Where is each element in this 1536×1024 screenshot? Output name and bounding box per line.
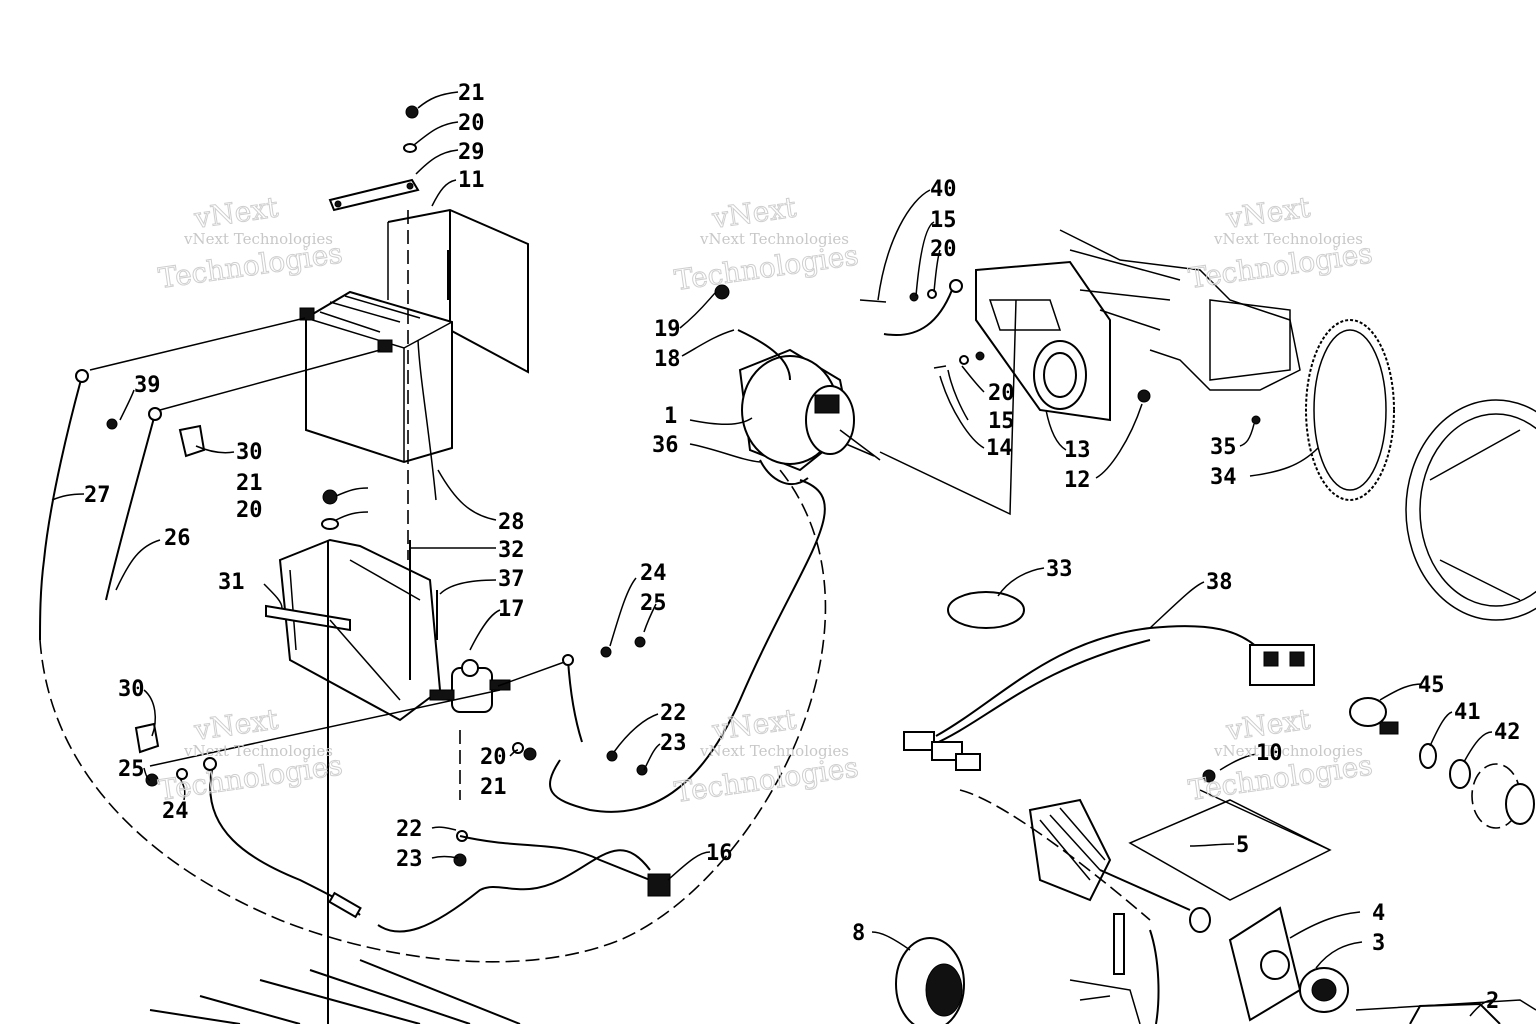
- callout-31: 31: [218, 570, 245, 595]
- callout-20: 20: [480, 745, 507, 770]
- pinion-3: [1299, 967, 1349, 1013]
- connector-16: [647, 873, 671, 897]
- callout-36: 36: [652, 433, 679, 458]
- callout-11: 11: [458, 168, 485, 193]
- callout-8: 8: [852, 921, 865, 946]
- callout-38: 38: [1206, 570, 1233, 595]
- callout-25: 25: [118, 757, 145, 782]
- boot-30b: [134, 722, 160, 754]
- boot-30: [178, 424, 206, 458]
- armature: [1028, 798, 1191, 911]
- watermark-left: vNext vNext Technologies Technologies: [156, 190, 345, 295]
- callout-25: 25: [640, 591, 667, 616]
- battery-tray: [265, 538, 442, 722]
- callout-21: 21: [480, 775, 507, 800]
- callout-40: 40: [930, 177, 957, 202]
- callout-15: 15: [988, 409, 1015, 434]
- callout-30: 30: [236, 440, 263, 465]
- callout-2: 2: [1486, 989, 1499, 1014]
- callout-39: 39: [134, 373, 161, 398]
- callout-28: 28: [498, 510, 525, 535]
- vent-tube-28: [417, 339, 437, 501]
- end-cap-4: [1228, 906, 1302, 1022]
- callout-27: 27: [84, 483, 111, 508]
- callout-22: 22: [396, 817, 423, 842]
- callout-15: 15: [930, 208, 957, 233]
- callout-20: 20: [988, 381, 1015, 406]
- cable-26: [105, 413, 156, 601]
- leader-lines: [51, 91, 1495, 1017]
- callout-23: 23: [396, 847, 423, 872]
- callout-20: 20: [930, 237, 957, 262]
- watermark-right: vNext vNext Technologies Technologies: [1186, 190, 1375, 295]
- callout-19: 19: [654, 317, 681, 342]
- callout-30: 30: [118, 677, 145, 702]
- svg-text:vNext Technologies: vNext Technologies: [699, 230, 849, 248]
- callout-12: 12: [1064, 468, 1091, 493]
- brush-plate-8: [895, 937, 965, 1024]
- callout-45: 45: [1418, 673, 1445, 698]
- cable-27: [39, 375, 83, 641]
- svg-text:vNext Technologies: vNext Technologies: [1213, 742, 1363, 760]
- callout-24: 24: [640, 561, 667, 586]
- engine-case: [1059, 229, 1301, 391]
- callout-41: 41: [1454, 700, 1481, 725]
- callout-labels: 21 20 29 11 39 30 27 21 20 26 28 32 31 3…: [84, 81, 1521, 1014]
- svg-text:vNext: vNext: [709, 702, 798, 747]
- callout-34: 34: [1210, 465, 1237, 490]
- callout-22: 22: [660, 701, 687, 726]
- callout-20: 20: [236, 498, 263, 523]
- callout-37: 37: [498, 567, 525, 592]
- watermark-lower-center: vNext vNext Technologies Technologies: [672, 702, 861, 809]
- callout-32: 32: [498, 538, 525, 563]
- svg-text:vNext: vNext: [1223, 190, 1312, 235]
- ring-gear-34: [1305, 319, 1395, 501]
- svg-text:vNext Technologies: vNext Technologies: [1213, 230, 1363, 248]
- clutch-housing: [1405, 399, 1536, 621]
- svg-text:vNext: vNext: [191, 190, 280, 235]
- clamp-33: [947, 591, 1025, 629]
- svg-text:vNext Technologies: vNext Technologies: [183, 230, 333, 248]
- callout-42: 42: [1494, 720, 1521, 745]
- callout-21: 21: [458, 81, 485, 106]
- starter-motor-1: [738, 348, 881, 472]
- switch-45: [1349, 697, 1399, 735]
- callout-16: 16: [706, 841, 733, 866]
- callout-1: 1: [664, 404, 677, 429]
- battery: [299, 290, 453, 464]
- bracket-13: [975, 260, 1111, 422]
- callout-35: 35: [1210, 435, 1237, 460]
- callout-14: 14: [986, 436, 1013, 461]
- callout-23: 23: [660, 731, 687, 756]
- callout-20: 20: [458, 111, 485, 136]
- watermark-center: vNext vNext Technologies Technologies: [672, 190, 861, 297]
- callout-3: 3: [1372, 931, 1385, 956]
- callout-26: 26: [164, 526, 191, 551]
- svg-text:vNext Technologies: vNext Technologies: [699, 742, 849, 760]
- battery-strap: [328, 105, 420, 212]
- svg-text:vNext: vNext: [709, 190, 798, 235]
- callout-17: 17: [498, 597, 525, 622]
- battery-cover: [387, 208, 529, 374]
- callout-29: 29: [458, 140, 485, 165]
- callout-4: 4: [1372, 901, 1385, 926]
- callout-13: 13: [1064, 438, 1091, 463]
- callout-33: 33: [1046, 557, 1073, 582]
- callout-21: 21: [236, 471, 263, 496]
- watermark-lower-left: vNext vNext Technologies Technologies: [156, 702, 345, 807]
- callout-10: 10: [1256, 741, 1283, 766]
- callout-5: 5: [1236, 833, 1249, 858]
- svg-text:vNext Technologies: vNext Technologies: [183, 742, 333, 760]
- callout-18: 18: [654, 347, 681, 372]
- callout-24: 24: [162, 799, 189, 824]
